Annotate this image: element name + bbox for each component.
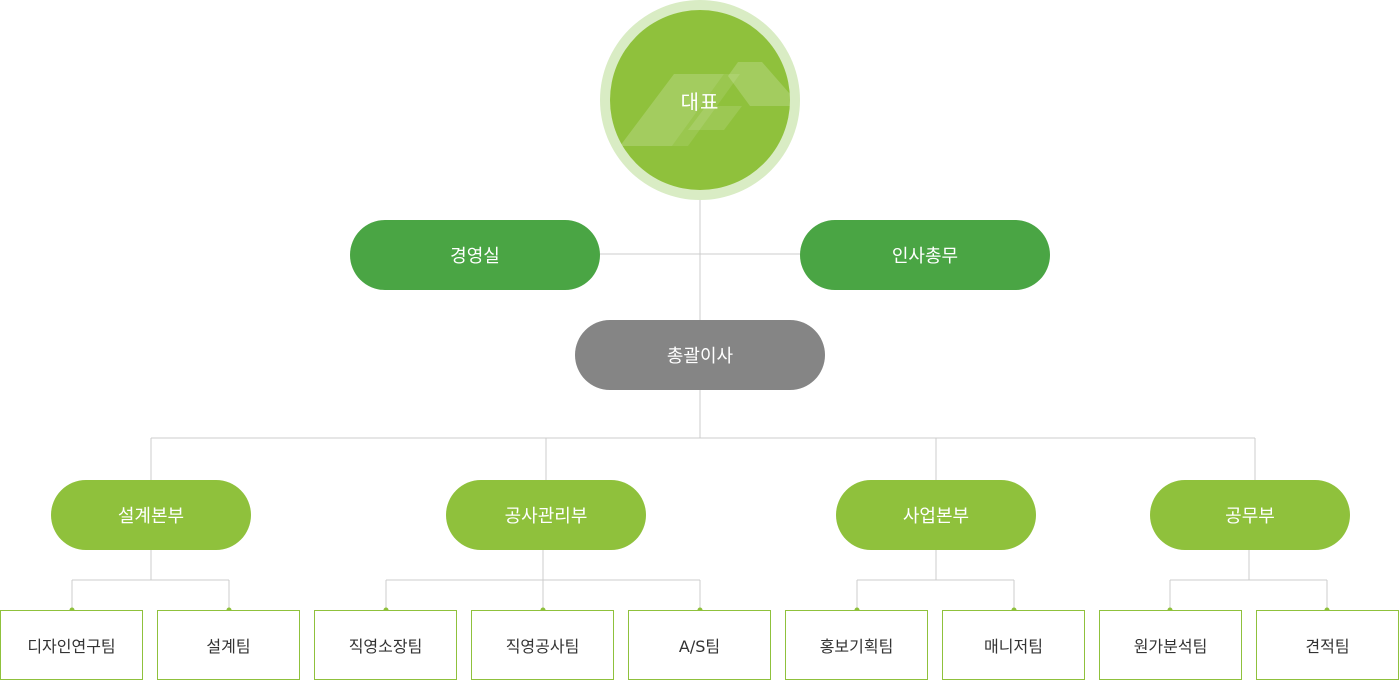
- team-node: 홍보기획팀: [785, 610, 928, 680]
- ceo-label: 대표: [680, 89, 720, 114]
- team-node: 매니저팀: [942, 610, 1085, 680]
- team-node: 원가분석팀: [1099, 610, 1242, 680]
- team-node: 디자인연구팀: [0, 610, 143, 680]
- division-node-public-works: 공무부: [1150, 480, 1350, 550]
- team-label: 매니저팀: [984, 637, 1043, 656]
- staff-node-hr-general-affairs: 인사총무: [800, 220, 1050, 290]
- team-label: 견적팀: [1305, 637, 1350, 656]
- staff-node-label: 경영실: [450, 246, 500, 267]
- team-node: 직영공사팀: [471, 610, 614, 680]
- division-label: 사업본부: [902, 506, 970, 527]
- team-label: 디자인연구팀: [27, 637, 116, 656]
- director-label: 총괄이사: [666, 346, 734, 367]
- division-node-design: 설계본부: [51, 480, 251, 550]
- team-label: 홍보기획팀: [819, 637, 894, 656]
- team-label: 직영공사팀: [505, 637, 580, 656]
- division-node-construction-management: 공사관리부: [446, 480, 646, 550]
- team-label: 원가분석팀: [1133, 637, 1208, 656]
- team-label: 설계팀: [206, 637, 251, 656]
- team-node: 견적팀: [1256, 610, 1399, 680]
- director-node: 총괄이사: [575, 320, 825, 390]
- staff-node-label: 인사총무: [891, 246, 959, 267]
- division-label: 공사관리부: [504, 506, 588, 527]
- team-node: A/S팀: [628, 610, 771, 680]
- staff-node-management-office: 경영실: [350, 220, 600, 290]
- team-label: 직영소장팀: [348, 637, 423, 656]
- team-node: 설계팀: [157, 610, 300, 680]
- team-label: A/S팀: [678, 637, 721, 656]
- ceo-node: 대표: [610, 10, 790, 190]
- company-logo-icon: [620, 62, 790, 146]
- division-label: 공무부: [1225, 506, 1275, 527]
- team-node: 직영소장팀: [314, 610, 457, 680]
- division-node-business: 사업본부: [836, 480, 1036, 550]
- division-label: 설계본부: [117, 506, 185, 527]
